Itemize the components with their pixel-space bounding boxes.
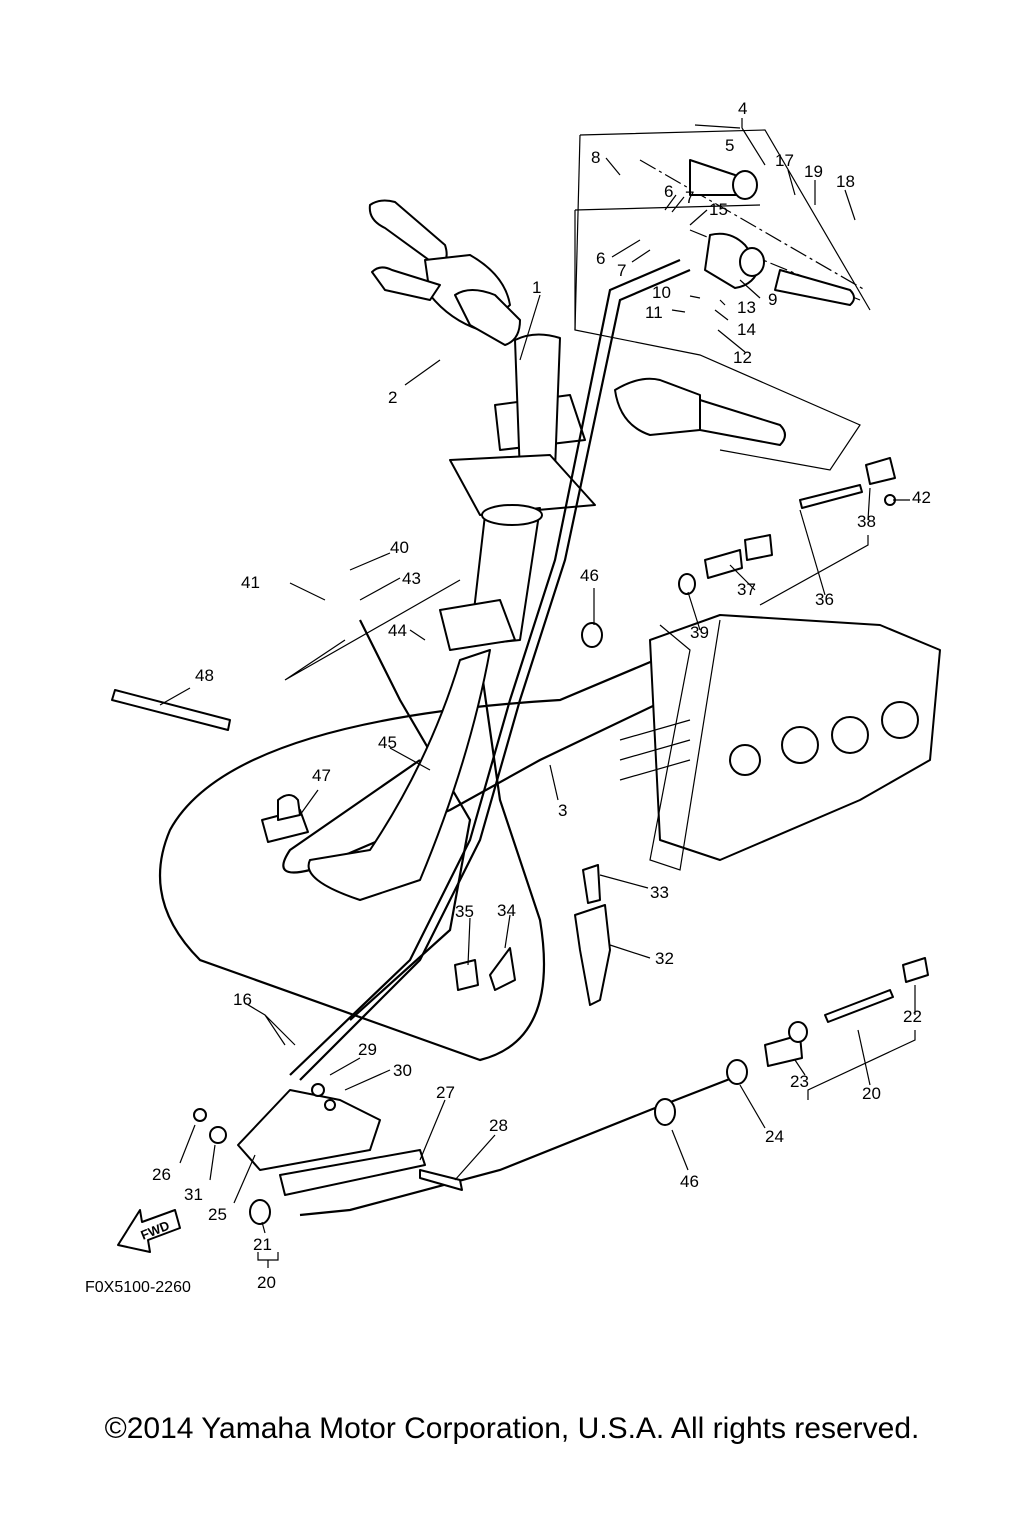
label-15: 15 bbox=[709, 200, 728, 219]
label-27: 27 bbox=[436, 1083, 455, 1102]
engine-bracket-frame bbox=[649, 619, 721, 871]
label-10: 10 bbox=[652, 283, 671, 302]
label-32: 32 bbox=[655, 949, 674, 968]
label-21: 21 bbox=[253, 1235, 272, 1254]
label-31: 31 bbox=[184, 1185, 203, 1204]
label-6b: 6 bbox=[596, 249, 605, 268]
label-26: 26 bbox=[152, 1165, 171, 1184]
label-36: 36 bbox=[815, 590, 834, 609]
label-5: 5 bbox=[725, 136, 734, 155]
label-4: 4 bbox=[738, 99, 747, 118]
label-24: 24 bbox=[765, 1127, 784, 1146]
bracket-assembly bbox=[454, 864, 611, 1006]
label-42: 42 bbox=[912, 488, 931, 507]
label-11: 11 bbox=[645, 303, 663, 322]
label-8: 8 bbox=[591, 148, 600, 167]
cable-clamp bbox=[261, 794, 309, 843]
label-25: 25 bbox=[208, 1205, 227, 1224]
label-2: 2 bbox=[388, 388, 397, 407]
label-12: 12 bbox=[733, 348, 752, 367]
cable-protector bbox=[307, 649, 491, 901]
label-28: 28 bbox=[489, 1116, 508, 1135]
label-17: 17 bbox=[775, 151, 794, 170]
label-6a: 6 bbox=[664, 182, 673, 201]
label-43: 43 bbox=[402, 569, 421, 588]
leader-lines bbox=[159, 118, 916, 1268]
copyright-notice: ©2014 Yamaha Motor Corporation, U.S.A. A… bbox=[104, 1412, 920, 1445]
left-grip-assembly bbox=[368, 199, 521, 346]
label-30: 30 bbox=[393, 1061, 412, 1080]
steering-column bbox=[439, 333, 596, 651]
label-29: 29 bbox=[358, 1040, 377, 1059]
label-7a: 7 bbox=[685, 188, 694, 207]
label-34: 34 bbox=[497, 901, 516, 920]
label-40: 40 bbox=[390, 538, 409, 557]
label-46a: 46 bbox=[580, 566, 599, 585]
centerline-grip bbox=[639, 159, 866, 291]
label-14: 14 bbox=[737, 320, 756, 339]
cable-adjusters bbox=[581, 457, 929, 1126]
label-23: 23 bbox=[790, 1072, 809, 1091]
label-13: 13 bbox=[737, 298, 756, 317]
label-7b: 7 bbox=[617, 261, 626, 280]
label-44: 44 bbox=[388, 621, 407, 640]
label-3: 3 bbox=[558, 801, 567, 820]
label-18: 18 bbox=[836, 172, 855, 191]
label-35: 35 bbox=[455, 902, 474, 921]
label-46b: 46 bbox=[680, 1172, 699, 1191]
label-20b: 20 bbox=[257, 1273, 276, 1292]
throttle-body bbox=[619, 614, 941, 861]
cable-routing bbox=[158, 258, 771, 1217]
label-1: 1 bbox=[532, 278, 541, 297]
forward-arrow: FWD bbox=[117, 1209, 181, 1253]
handlebar-frame-upper bbox=[574, 129, 871, 331]
label-45: 45 bbox=[378, 733, 397, 752]
label-39: 39 bbox=[690, 623, 709, 642]
cable-tie bbox=[111, 689, 231, 731]
label-47: 47 bbox=[312, 766, 331, 785]
label-22: 22 bbox=[903, 1007, 922, 1026]
part-labels: 1 2 3 4 5 6 6 7 7 8 9 10 11 12 13 14 15 … bbox=[152, 99, 931, 1292]
label-38: 38 bbox=[857, 512, 876, 531]
label-20a: 20 bbox=[862, 1084, 881, 1103]
label-37: 37 bbox=[737, 580, 756, 599]
lever-bracket bbox=[193, 1083, 463, 1225]
label-48: 48 bbox=[195, 666, 214, 685]
label-19: 19 bbox=[804, 162, 823, 181]
label-16: 16 bbox=[233, 990, 252, 1009]
drawing-code: F0X5100-2260 bbox=[85, 1279, 191, 1296]
label-41: 41 bbox=[241, 573, 260, 592]
label-33: 33 bbox=[650, 883, 669, 902]
right-grip-assembly bbox=[614, 159, 855, 446]
label-9: 9 bbox=[768, 290, 777, 309]
